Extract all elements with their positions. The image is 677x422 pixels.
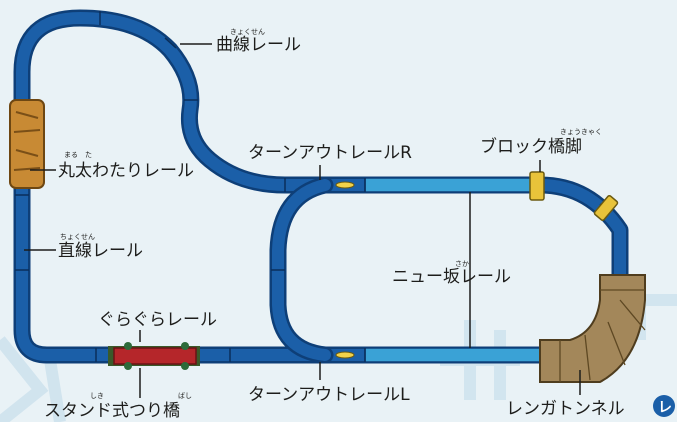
label-slope-ruby: さか (455, 260, 469, 268)
label-block-ruby: きょうきゃく (560, 128, 602, 136)
label-brick-tunnel: レンガトンネル (506, 399, 625, 419)
label-stand-ruby-2: ばし (178, 391, 192, 400)
leader-lines (24, 43, 581, 398)
label-wobble-rail: ぐらぐらレール (98, 310, 217, 330)
label-curve-ruby: きょくせん (230, 28, 265, 36)
label-log-ruby: まる た (64, 151, 92, 159)
label-stand-ruby: しき (90, 392, 104, 400)
wobble-bridge (108, 342, 200, 370)
turnout-levers (335, 181, 355, 359)
label-slope-rail: ニュー坂レール (392, 267, 511, 287)
label-turnout-r: ターンアウトレールR (248, 143, 412, 163)
label-log-rail: 丸太わたりレール (58, 161, 194, 181)
block-piers (529, 171, 619, 221)
brick-tunnel (539, 274, 646, 383)
label-straight-rail: 直線レール (58, 241, 143, 261)
badge: レ (653, 395, 675, 417)
label-straight-ruby: ちょくせん (60, 233, 95, 241)
label-stand-bridge: スタンド式つり橋 (44, 401, 180, 421)
label-turnout-l: ターンアウトレールL (248, 385, 410, 405)
log-bridge (9, 99, 45, 189)
labels: きょくせん 曲線レール まる た 丸太わたりレール ちょくせん 直線レール ぐら… (44, 28, 625, 421)
badge-label: レ (658, 400, 672, 416)
label-block-pier: ブロック橋脚 (480, 136, 582, 157)
label-curve-rail: 曲線レール (216, 35, 301, 55)
